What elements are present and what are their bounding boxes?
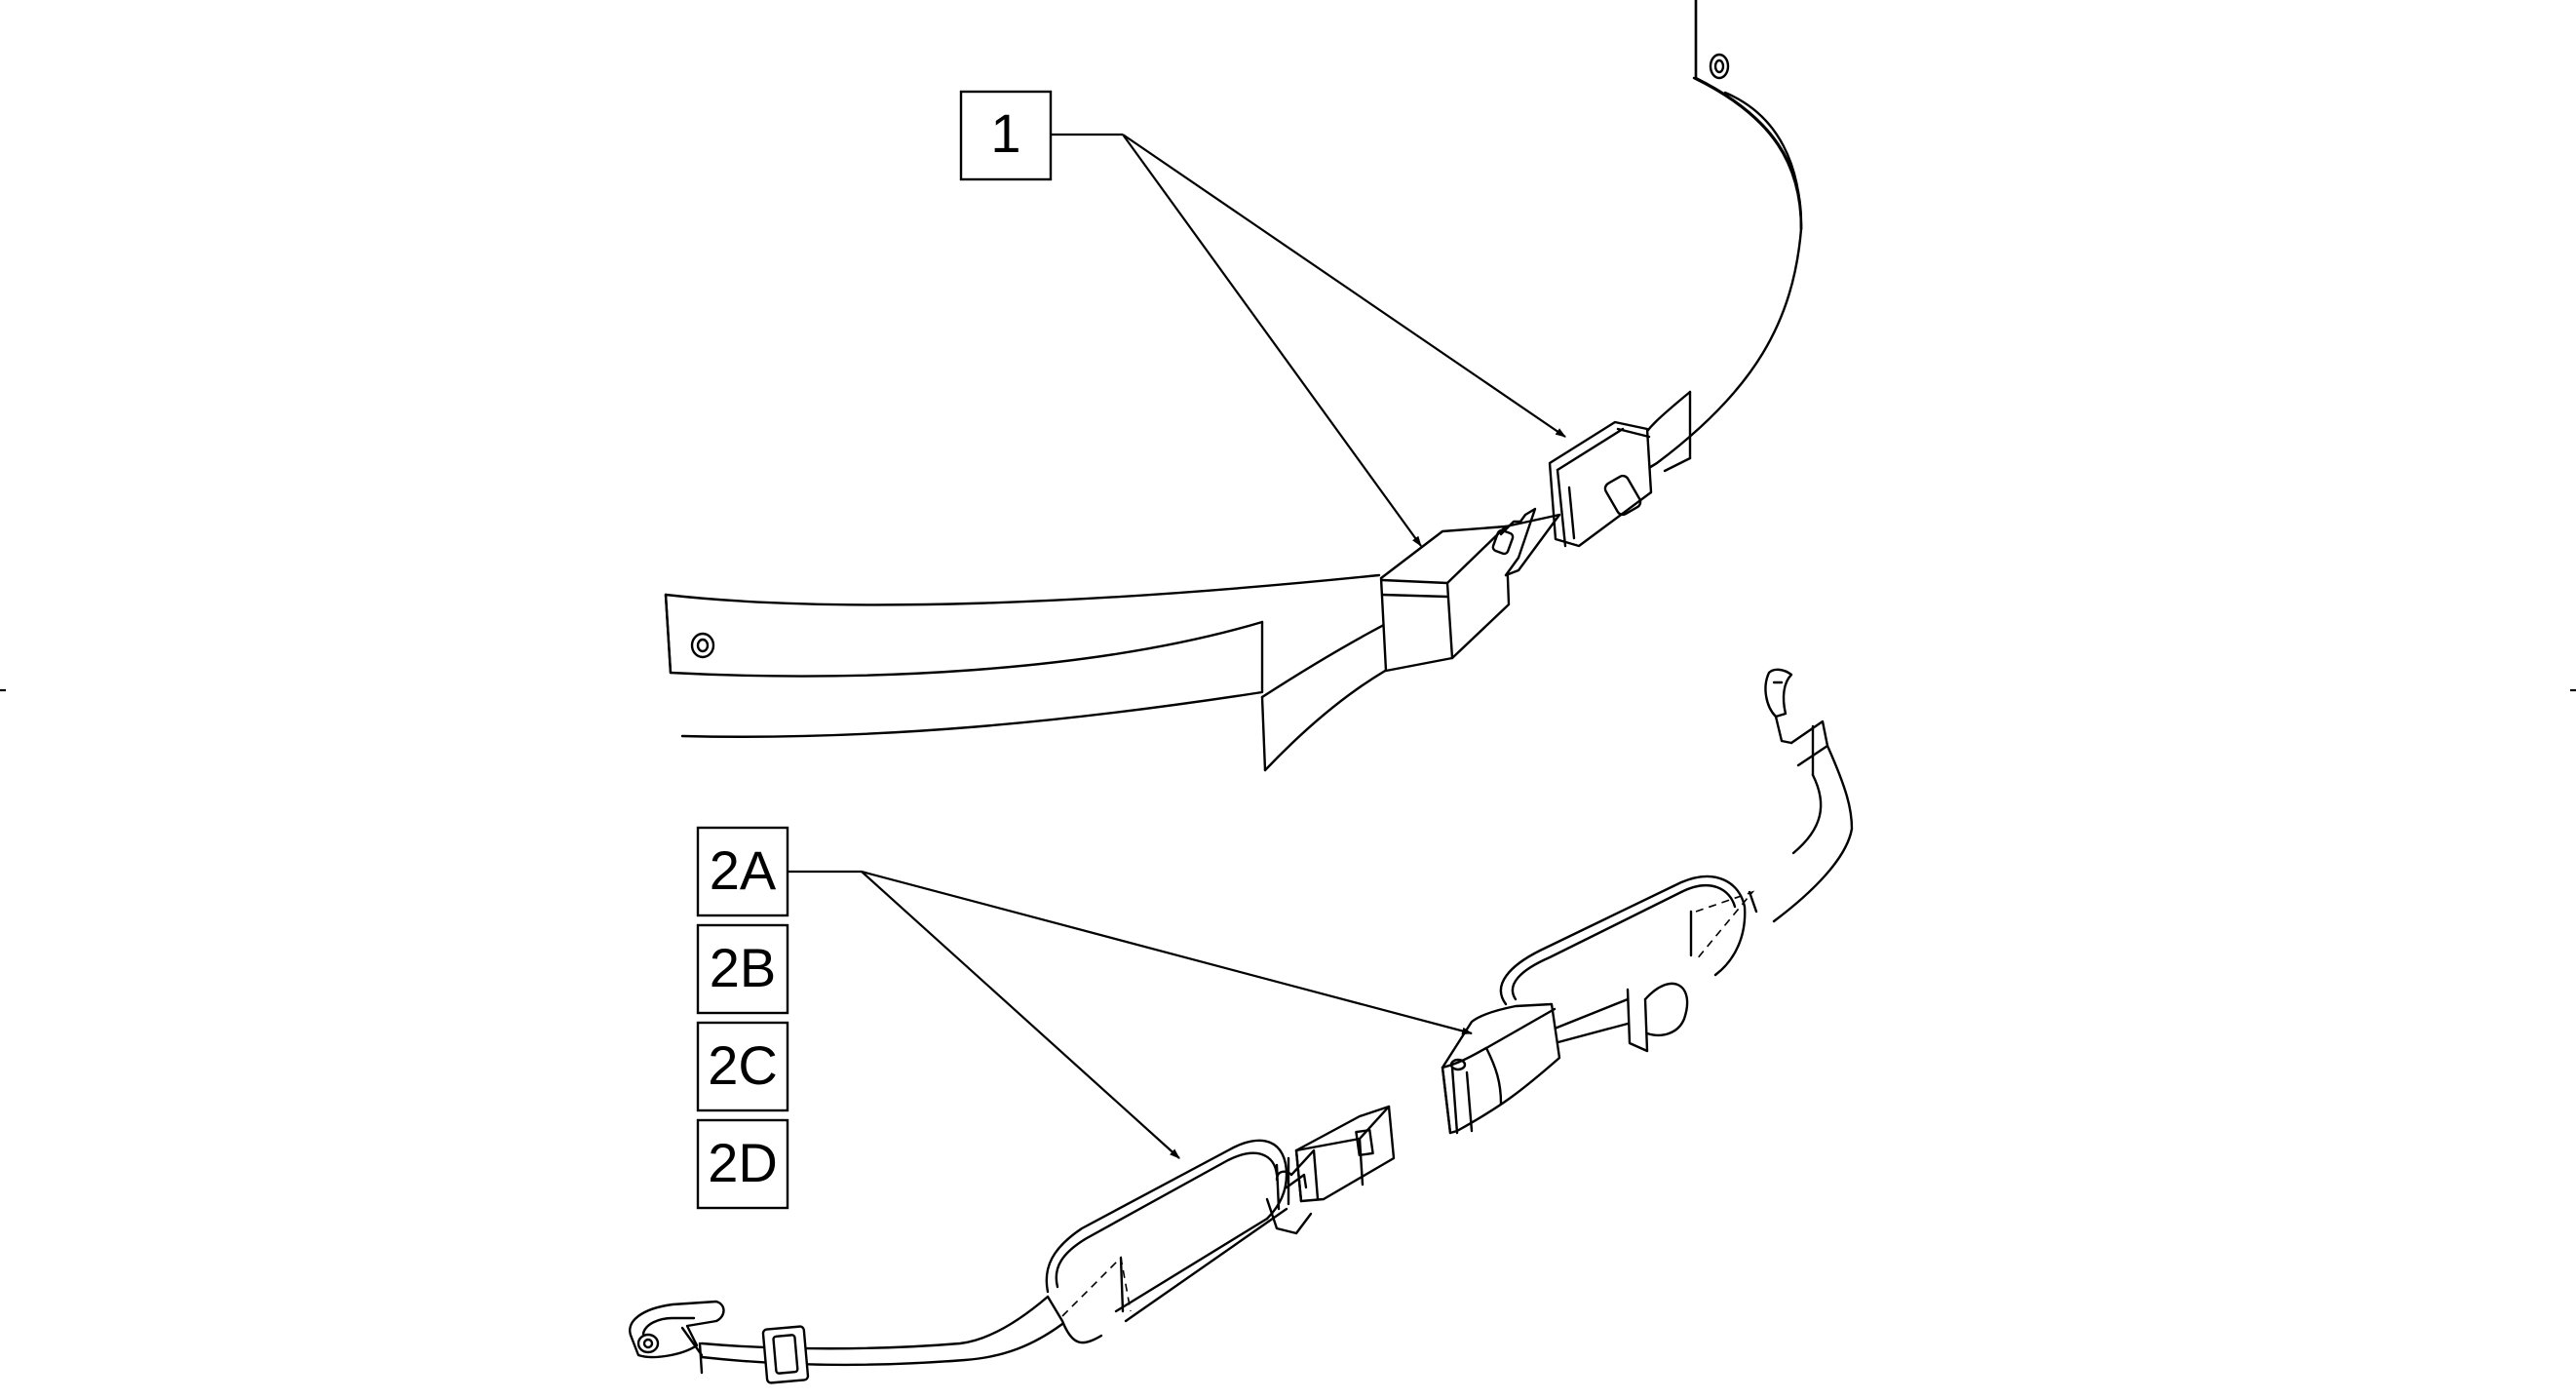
lap-belt-left-strap xyxy=(664,573,1464,772)
callout-box xyxy=(696,826,789,917)
callout-label: 2A xyxy=(710,839,777,901)
leader-arrow-to-latch xyxy=(861,871,1180,1159)
leader-arrow-to-buckle xyxy=(1122,134,1566,438)
callout-box xyxy=(959,90,1053,181)
padded-belt-latch xyxy=(1294,1105,1396,1203)
leader-arrow-to-latch xyxy=(1122,134,1422,547)
padded-belt-right-pad xyxy=(1499,875,1758,1006)
callout-box xyxy=(696,923,789,1015)
padded-belt-left-end xyxy=(629,1300,725,1359)
buckle-release-button xyxy=(1603,474,1642,517)
padded-belt-right-end xyxy=(1764,668,1854,923)
callout-1: 1 xyxy=(959,90,1566,547)
callout-2d: 2D xyxy=(696,1118,789,1210)
padded-belt-right-d-ring xyxy=(1553,982,1689,1053)
mounting-hole-icon xyxy=(636,1333,660,1354)
padded-belt-left-strap xyxy=(698,1207,1288,1384)
buckle-release-pin xyxy=(1449,1058,1467,1071)
lap-belt-buckle xyxy=(1548,420,1653,548)
callout-label: 2C xyxy=(708,1034,778,1096)
padded-belt-buckle xyxy=(1441,1002,1561,1135)
lap-belt-assembly xyxy=(664,0,1803,772)
leader-arrow-to-buckle xyxy=(861,870,1474,1035)
callout-label: 2D xyxy=(708,1132,778,1193)
grommet-icon xyxy=(690,632,715,659)
callout-2a: 2A xyxy=(696,826,1474,1159)
callout-2b: 2B xyxy=(696,923,789,1015)
callout-box xyxy=(696,1021,789,1112)
callout-box xyxy=(696,1118,789,1210)
padded-belt-assembly xyxy=(629,668,1854,1384)
callout-label: 2B xyxy=(710,937,777,998)
lap-belt-latch xyxy=(1379,507,1561,673)
padded-belt-left-pad xyxy=(1045,1139,1288,1344)
callout-label: 1 xyxy=(990,102,1020,164)
grommet-icon xyxy=(1709,53,1730,80)
callout-2c: 2C xyxy=(696,1021,789,1112)
